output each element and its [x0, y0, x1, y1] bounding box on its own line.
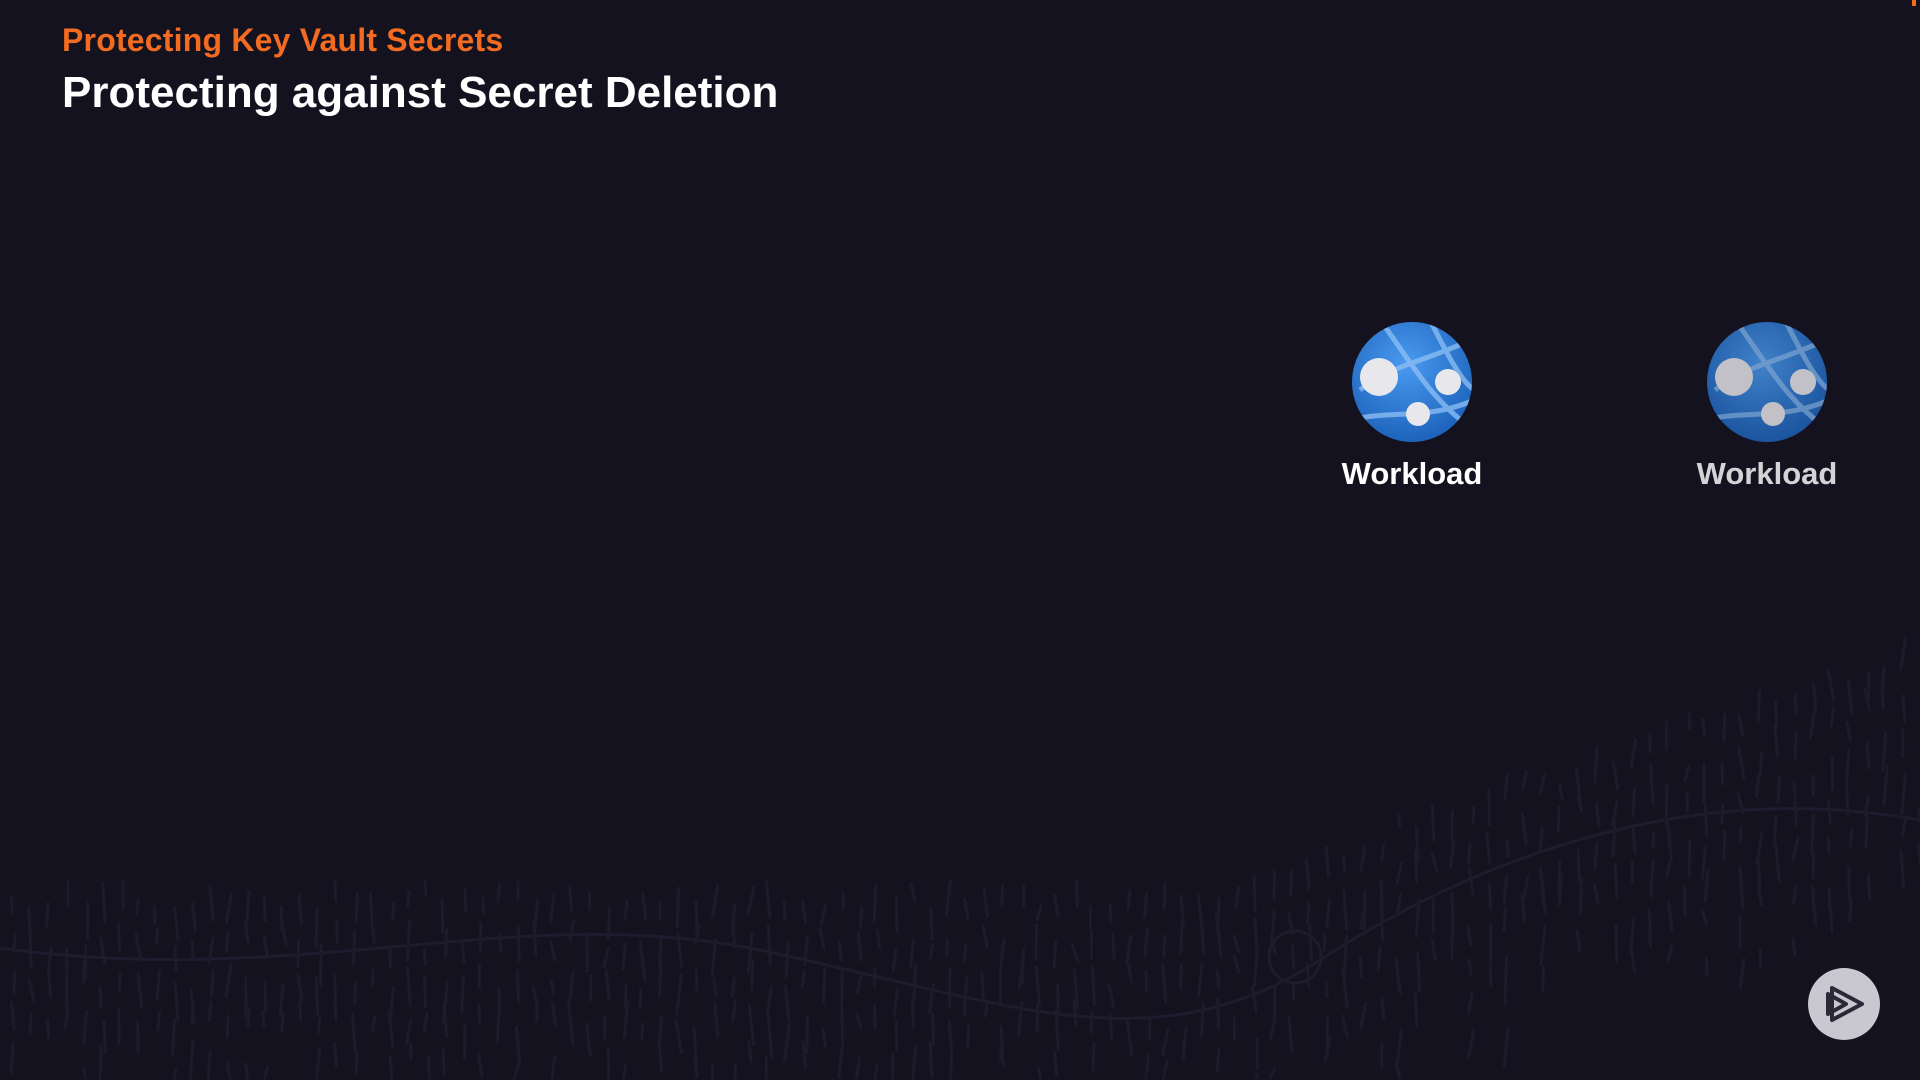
workload-node-2: Workload: [1677, 320, 1857, 492]
slide-title: Protecting against Secret Deletion: [62, 68, 779, 117]
web-app-globe-icon: [1352, 322, 1472, 442]
workload-label: Workload: [1341, 456, 1483, 491]
workload-node-1: Workload: [1322, 320, 1502, 492]
play-logo-button[interactable]: [1808, 968, 1880, 1040]
web-app-globe-icon: [1707, 322, 1827, 442]
section-kicker: Protecting Key Vault Secrets: [62, 22, 504, 58]
play-logo-icon: [1826, 986, 1864, 1022]
corner-mark: [1912, 0, 1916, 6]
workload-label: Workload: [1696, 456, 1838, 491]
